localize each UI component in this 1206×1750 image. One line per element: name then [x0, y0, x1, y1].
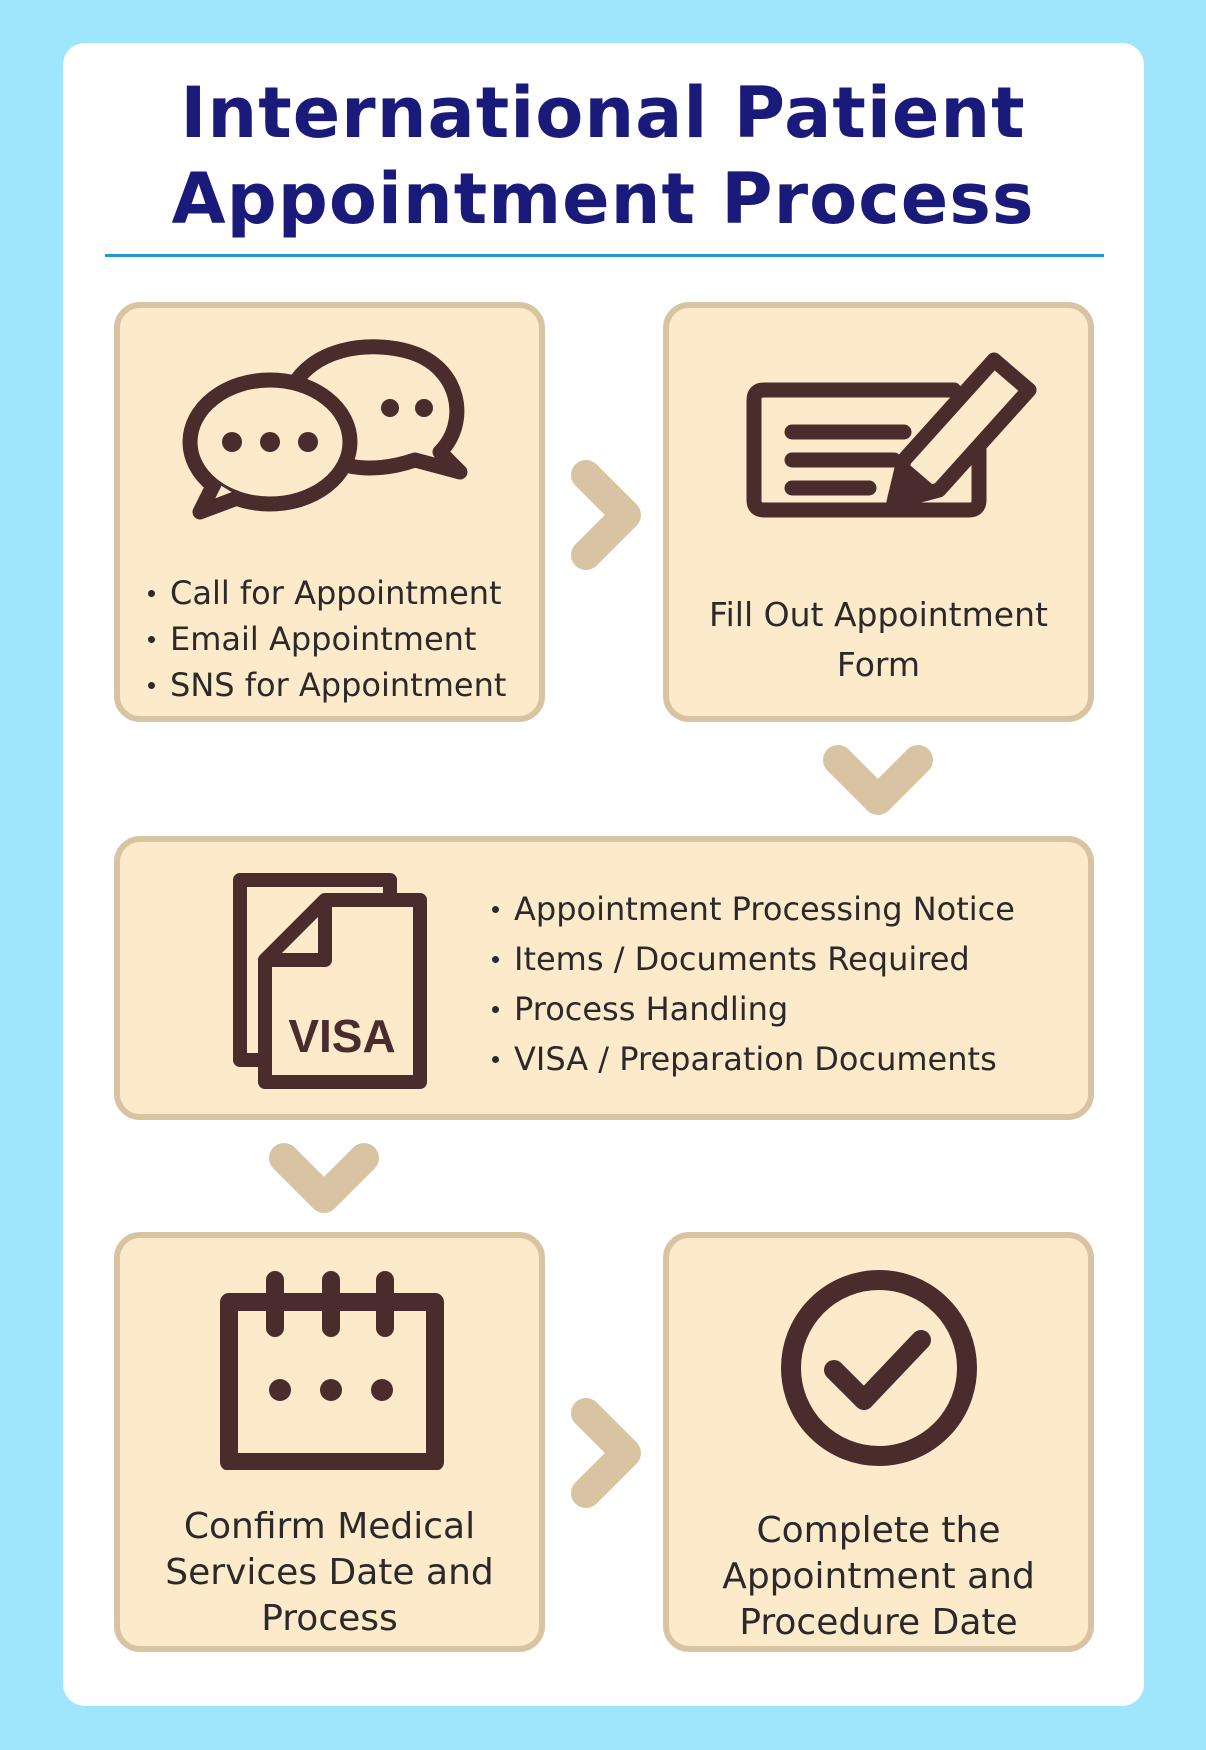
page-title: International Patient Appointment Proces…: [0, 70, 1206, 242]
step-processing-notice: VISA Appointment Processing Notice Items…: [114, 836, 1094, 1120]
contact-methods-list: Call for Appointment Email Appointment S…: [146, 570, 506, 708]
chevron-right-icon: [571, 1398, 641, 1508]
title-line-1: International Patient: [180, 72, 1026, 154]
list-item: Call for Appointment: [146, 570, 506, 616]
chevron-down-icon: [269, 1143, 379, 1213]
caption-line: Process: [261, 1598, 398, 1639]
caption-line: Confirm Medical: [183, 1506, 476, 1547]
list-item: Appointment Processing Notice: [490, 884, 1015, 934]
caption-line: Procedure Date: [739, 1602, 1018, 1643]
chat-bubbles-icon: [182, 339, 468, 520]
caption-line: Appointment and: [722, 1556, 1035, 1597]
caption-line: Services Date and: [165, 1552, 494, 1593]
step-contact-methods: Call for Appointment Email Appointment S…: [114, 302, 545, 722]
step-fill-form: Fill Out Appointment Form: [663, 302, 1094, 722]
check-circle-icon: [781, 1270, 977, 1466]
calendar-icon: [220, 1271, 444, 1470]
caption-line: Form: [836, 645, 921, 684]
chevron-down-icon: [823, 745, 933, 815]
complete-caption: Complete the Appointment and Procedure D…: [669, 1508, 1088, 1646]
caption-line: Complete the: [756, 1510, 1001, 1551]
list-item: Process Handling: [490, 984, 1015, 1034]
title-divider: [105, 254, 1104, 257]
visa-label: VISA: [288, 1010, 395, 1062]
fill-form-caption: Fill Out Appointment Form: [669, 590, 1088, 690]
visa-document-icon: VISA: [233, 873, 427, 1089]
chevron-right-icon: [571, 460, 641, 570]
caption-line: Fill Out Appointment: [709, 595, 1048, 634]
step-complete: Complete the Appointment and Procedure D…: [663, 1232, 1094, 1652]
list-item: Items / Documents Required: [490, 934, 1015, 984]
list-item: VISA / Preparation Documents: [490, 1034, 1015, 1084]
list-item: Email Appointment: [146, 616, 506, 662]
list-item: SNS for Appointment: [146, 662, 506, 708]
form-pencil-icon: [746, 352, 1037, 518]
step-confirm-date: Confirm Medical Services Date and Proces…: [114, 1232, 545, 1652]
title-line-2: Appointment Process: [171, 158, 1035, 240]
confirm-date-caption: Confirm Medical Services Date and Proces…: [120, 1504, 539, 1642]
processing-notice-list: Appointment Processing Notice Items / Do…: [490, 884, 1015, 1084]
